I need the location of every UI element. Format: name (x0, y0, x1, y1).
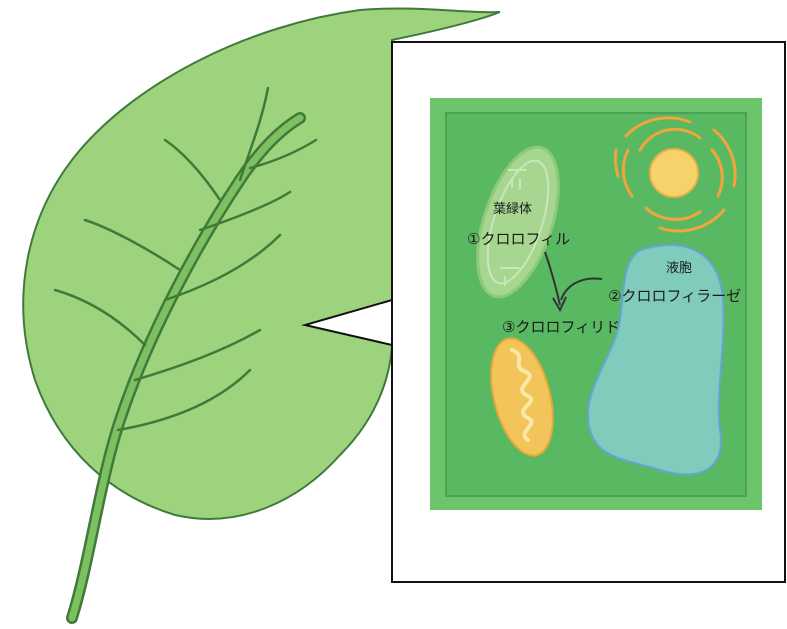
label-chlorophyll: ①クロロフィル (467, 232, 570, 247)
label-chlorophyllide: ③クロロフィリド (502, 320, 620, 335)
label-chloroplast: 葉緑体 (493, 203, 532, 216)
label-vacuole: 液胞 (666, 262, 692, 275)
label-chlorophyllase: ②クロロフィラーゼ (608, 289, 741, 304)
